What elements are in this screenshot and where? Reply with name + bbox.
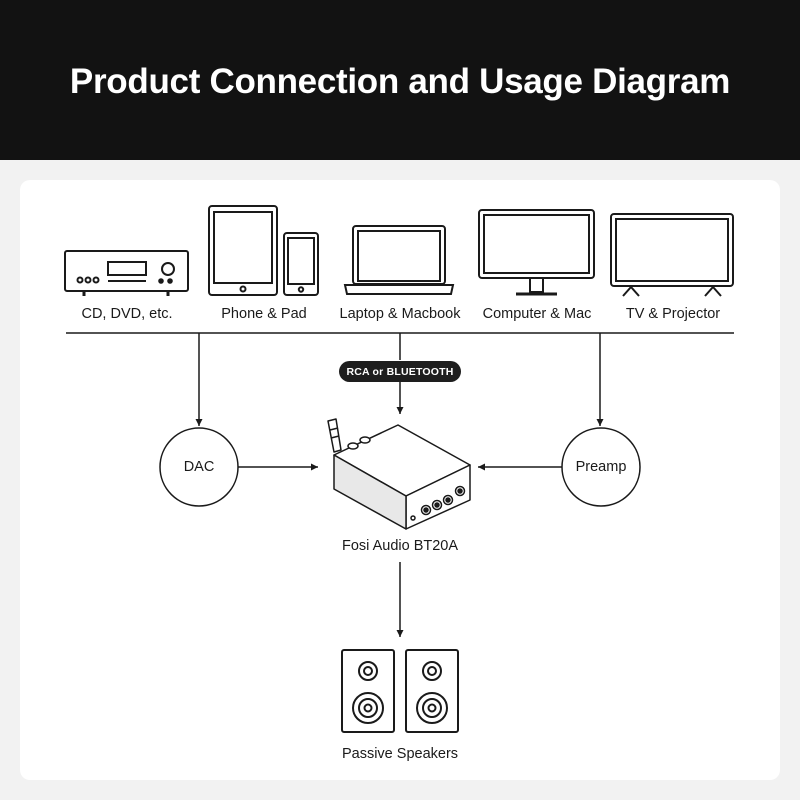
speakers-label: Passive Speakers [341, 746, 459, 762]
source-label-tv: TV & Projector [625, 306, 721, 322]
tablet-phone-icon [208, 205, 319, 296]
dac-label: DAC [183, 459, 215, 475]
source-label-laptop: Laptop & Macbook [339, 306, 461, 322]
monitor-icon [478, 209, 595, 296]
tv-icon [610, 213, 734, 297]
header-banner: Product Connection and Usage Diagram [0, 0, 800, 160]
source-label-computer: Computer & Mac [482, 306, 592, 322]
cd-player-icon [64, 250, 189, 296]
preamp-label: Preamp [575, 459, 627, 475]
laptop-icon [343, 225, 455, 295]
page-title: Product Connection and Usage Diagram [69, 62, 731, 101]
connection-badge: RCA or BLUETOOTH [339, 361, 461, 382]
amplifier-icon [327, 418, 471, 530]
source-label-phone-pad: Phone & Pad [221, 306, 307, 322]
speakers-icon [341, 649, 459, 733]
amplifier-label: Fosi Audio BT20A [341, 538, 459, 554]
source-label-cd: CD, DVD, etc. [81, 306, 173, 322]
